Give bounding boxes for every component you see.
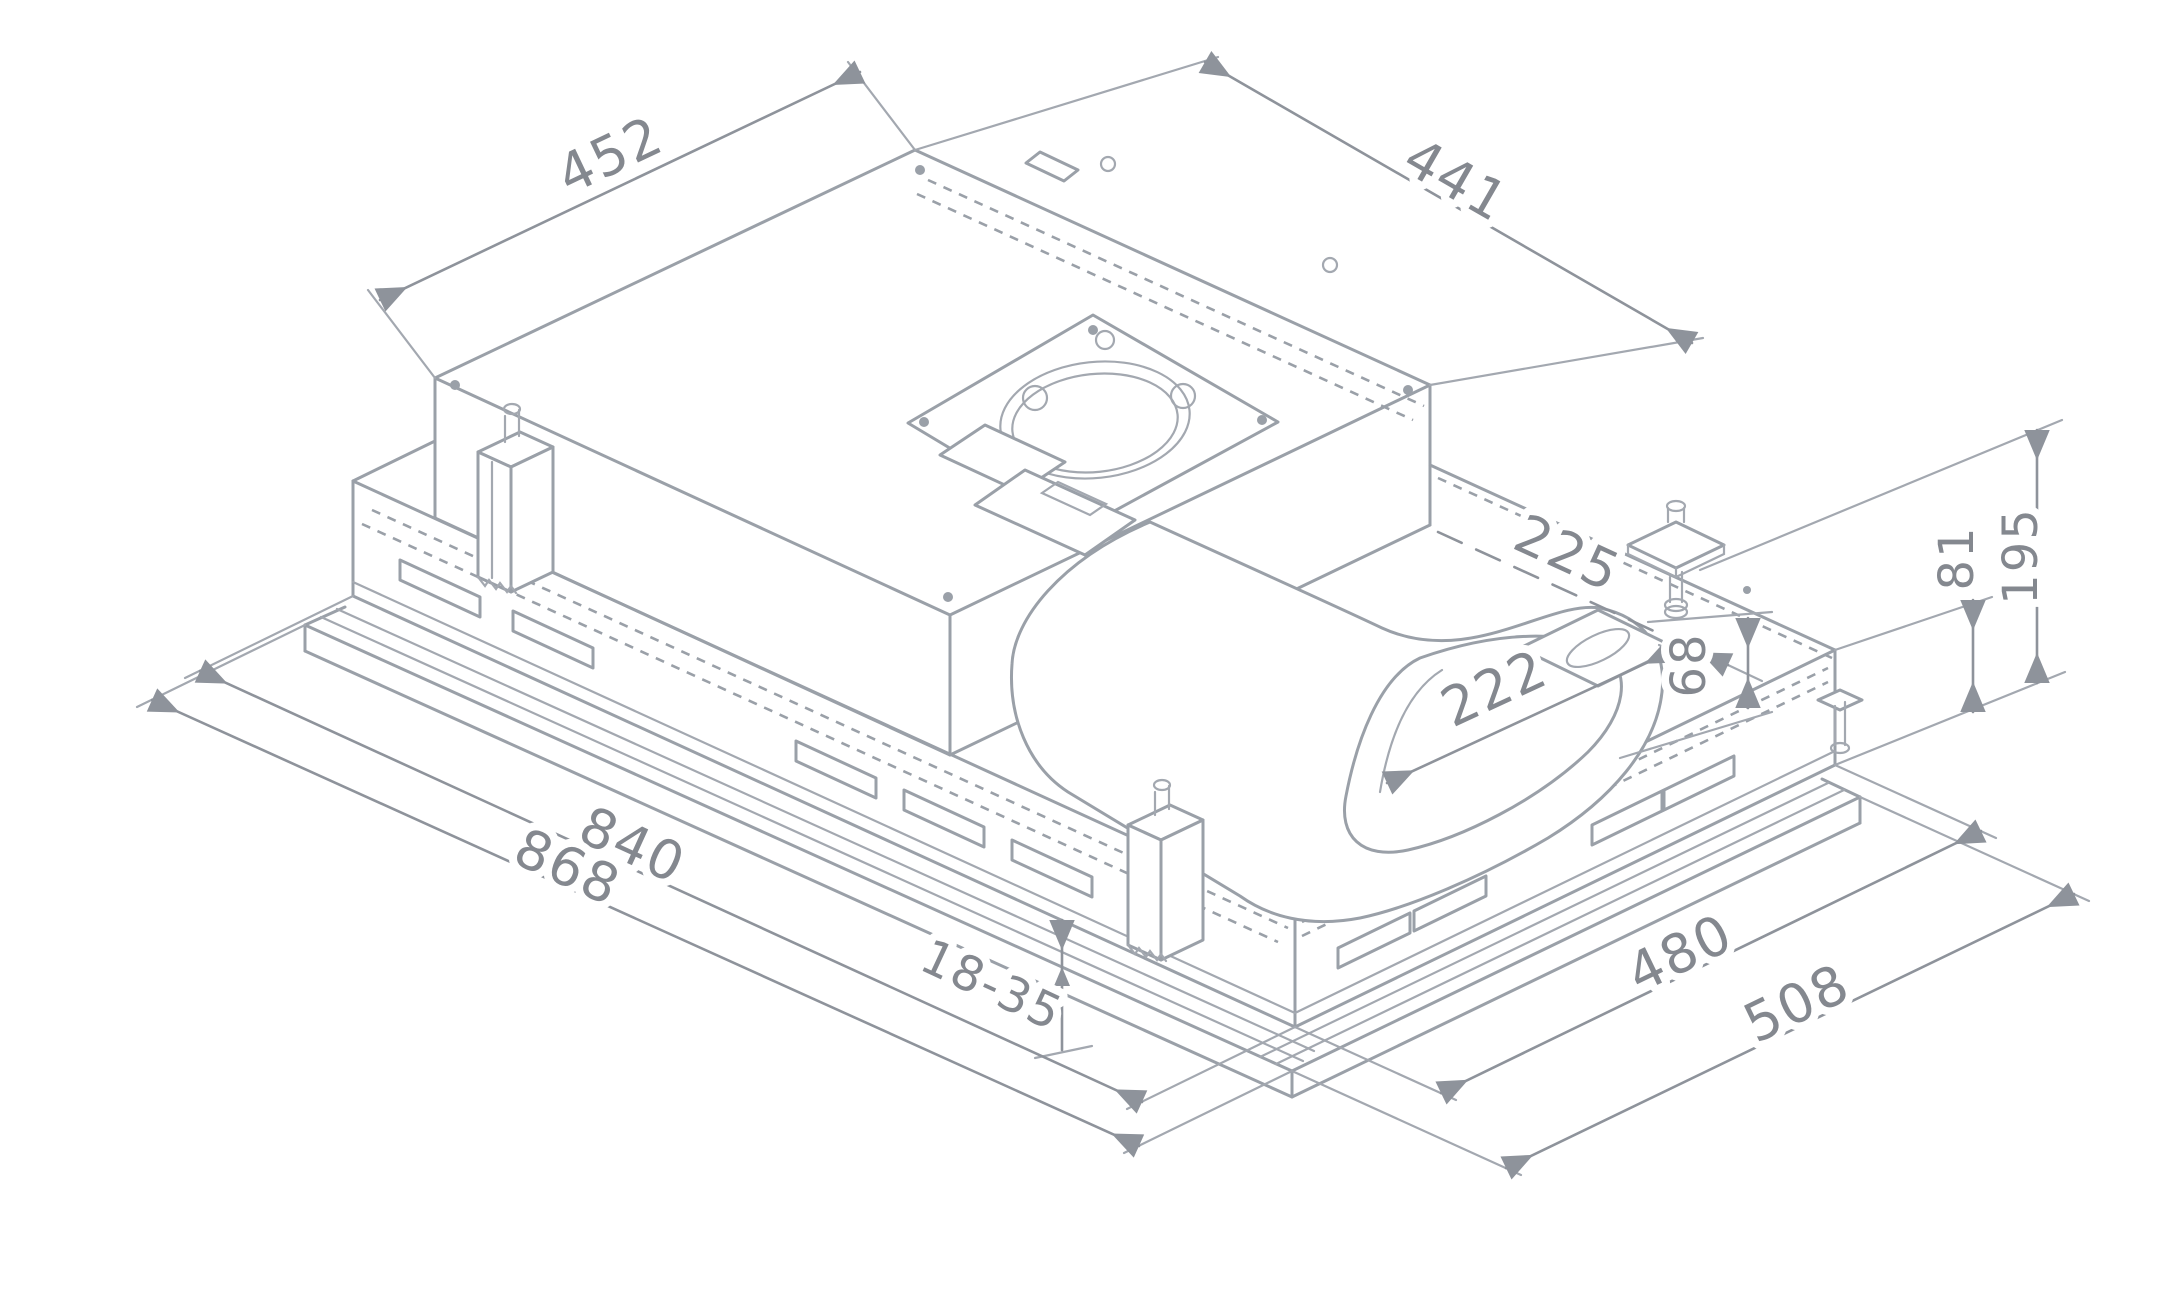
screw-dot — [450, 380, 460, 390]
bracket-bolt-shaft — [503, 408, 521, 444]
dim-label-panel-depth: 508 — [1734, 951, 1860, 1055]
stud-bolt-head — [1665, 499, 1687, 513]
vent-slots-front-left — [398, 558, 1094, 899]
stud-nut — [1829, 741, 1851, 755]
dim-label-bracket-offset: 225 — [1505, 502, 1630, 605]
screw-dot — [943, 592, 953, 602]
dim-line-222 — [1381, 639, 1678, 795]
ext-195-top — [1698, 418, 2064, 572]
dim-label-lower-body-height: 81 — [1929, 525, 1985, 590]
plate-cutout-bar — [1039, 480, 1109, 517]
dim-label-total-height: 195 — [1993, 507, 2049, 605]
plate-screw — [1257, 415, 1267, 425]
dim-label-duct-height: 68 — [1661, 632, 1717, 697]
motor-ring-outer — [999, 360, 1191, 480]
plate-screw — [1088, 325, 1098, 335]
dim-line-441 — [1198, 50, 1699, 355]
bracket-side-face — [509, 445, 555, 594]
stud-rod — [1833, 700, 1847, 747]
cable-gland — [1094, 329, 1116, 351]
stud-pad — [1816, 688, 1864, 712]
dim-line-225-dashed — [1436, 530, 1734, 677]
plate-screw — [919, 417, 929, 427]
stud-rod — [1668, 570, 1684, 604]
motor-mounting-plate — [906, 313, 1280, 557]
stud-bolt-top — [1666, 506, 1686, 524]
dim-line-508 — [1500, 882, 2080, 1180]
bracket-front-face — [476, 450, 513, 594]
plate-cutout-lower — [973, 468, 1137, 557]
bracket-bolt-shaft — [1153, 784, 1171, 817]
dim-line-868 — [146, 688, 1145, 1158]
dimension-lines — [146, 50, 2080, 1180]
bracket-serrated-foot — [476, 575, 518, 595]
dim-label-top-box-depth: 441 — [1393, 125, 1519, 234]
cable-gland — [1021, 384, 1049, 412]
stud-nut-lower — [1663, 604, 1689, 620]
dim-line-452 — [374, 60, 866, 312]
grommet — [1099, 155, 1117, 173]
screw-dot — [1743, 586, 1751, 594]
motor-ring-inner — [1011, 372, 1179, 474]
stud-pad-sides — [1626, 543, 1726, 579]
body-top-back-left-stub — [351, 439, 437, 483]
screw-dot — [1403, 385, 1413, 395]
perforated-strip-back-right — [1437, 476, 1833, 660]
hanger-bracket-left — [476, 402, 555, 595]
bracket-front-face — [1126, 823, 1163, 962]
grommet — [1321, 256, 1339, 274]
body-top-back-right-edge — [1428, 463, 1837, 652]
clip-detail — [1024, 150, 1080, 183]
cable-gland — [1169, 382, 1197, 410]
stud-hanger-right — [1626, 499, 1726, 620]
motor-box-top-face — [433, 148, 1432, 617]
stud-nut — [1663, 597, 1689, 613]
stud-hanger-corner — [1816, 688, 1864, 755]
bracket-bolt-head — [1152, 778, 1172, 792]
dim-label-body-depth: 480 — [1617, 901, 1743, 1005]
dim-arrow-18-35-panel — [1054, 967, 1070, 986]
ext-81-top — [1833, 595, 1994, 652]
screw-dot — [915, 165, 925, 175]
bracket-side-face — [1159, 818, 1205, 962]
perforated-flange-top-edge — [916, 178, 1425, 422]
panel-corner-verticals — [303, 623, 1862, 1099]
ext-bottom-shared — [1833, 670, 2067, 767]
bracket-bolt-head — [502, 402, 522, 416]
